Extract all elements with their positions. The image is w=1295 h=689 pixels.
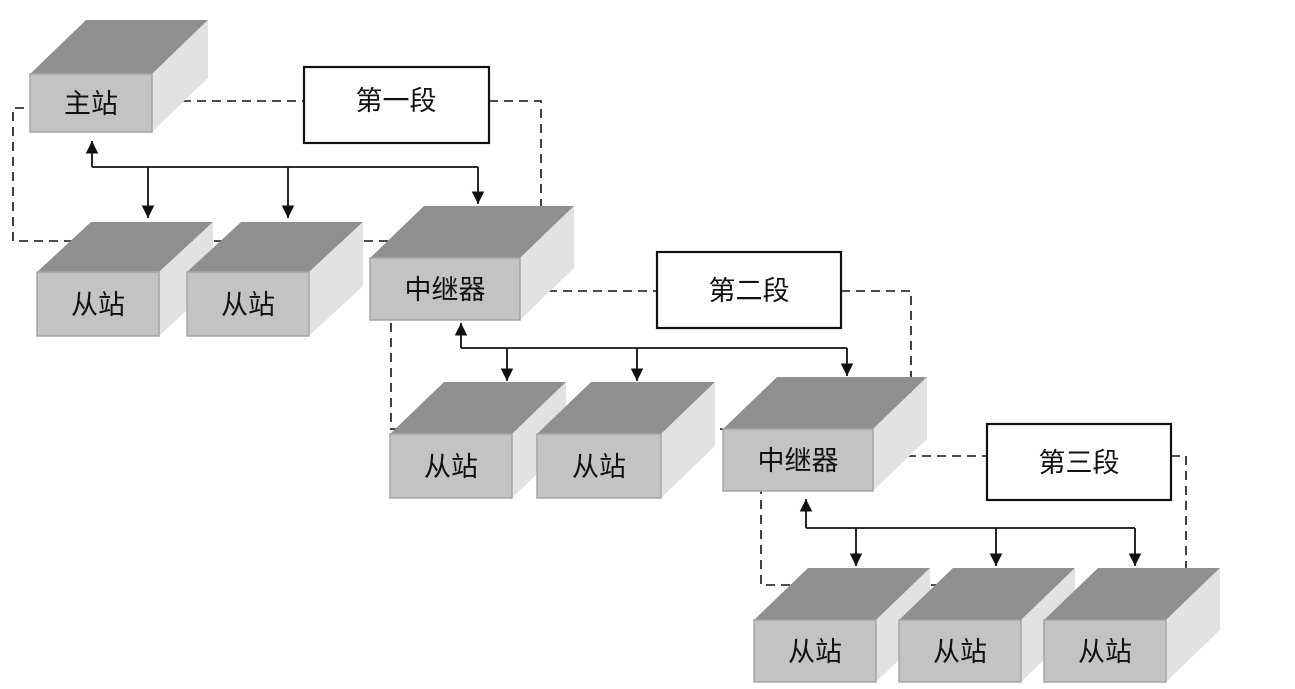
slave-station-6-top-face (899, 568, 1075, 620)
bus-1 (85, 141, 485, 218)
slave-station-2-side-face (309, 222, 363, 336)
slave-station-3: 从站 (389, 382, 566, 499)
repeater-1-front-face (369, 257, 521, 321)
repeater-2-top-face (723, 377, 927, 429)
repeater-1-top-face (370, 206, 574, 258)
master-station-front-face (29, 73, 153, 133)
segment-label-2-text: 第二段 (709, 276, 790, 307)
repeater-1-side-face (520, 206, 574, 320)
slave-station-7-top-face (1044, 568, 1220, 620)
slave-station-2-front-face (186, 271, 310, 337)
slave-station-4: 从站 (536, 382, 715, 499)
slave-station-3-label: 从站 (424, 452, 478, 483)
station-boxes: 主站从站从站中继器从站从站中继器从站从站从站 (29, 20, 1220, 683)
repeater-1-label: 中继器 (405, 275, 486, 306)
bus-2 (454, 323, 854, 381)
slave-station-4-label: 从站 (572, 452, 626, 483)
segment-label-3: 第三段 (985, 422, 1173, 502)
slave-station-4-side-face (661, 382, 715, 498)
segment-label-1-text: 第一段 (356, 86, 437, 117)
slave-station-1-side-face (159, 222, 213, 336)
repeater-2: 中继器 (722, 377, 927, 492)
slave-station-3-front-face (389, 433, 513, 499)
slave-station-5-front-face (753, 619, 877, 683)
master-station-label: 主站 (64, 89, 118, 120)
bus-3 (799, 499, 1142, 566)
segment-label-3-text: 第三段 (1039, 448, 1120, 479)
repeater-2-front-face (722, 428, 874, 492)
slave-station-3-top-face (390, 382, 566, 434)
master-station-side-face (152, 20, 208, 132)
repeater-2-side-face (873, 377, 927, 491)
slave-station-2: 从站 (186, 222, 363, 337)
repeater-1: 中继器 (369, 206, 574, 321)
segment-label-2: 第二段 (655, 250, 843, 330)
master-station-top-face (30, 20, 208, 74)
master-station: 主站 (29, 20, 208, 133)
slave-station-2-top-face (187, 222, 363, 272)
slave-station-6-front-face (898, 619, 1022, 683)
segment-2-boundary (390, 290, 912, 430)
slave-station-1-front-face (36, 271, 160, 337)
slave-station-7-label: 从站 (1078, 637, 1132, 668)
slave-station-5-label: 从站 (788, 637, 842, 668)
slave-station-6-label: 从站 (933, 637, 987, 668)
slave-station-4-front-face (536, 433, 662, 499)
slave-station-2-label: 从站 (221, 290, 275, 321)
slave-station-1-label: 从站 (71, 290, 125, 321)
segment-label-1: 第一段 (302, 65, 491, 145)
slave-station-1-top-face (37, 222, 213, 272)
slave-station-7-front-face (1043, 619, 1167, 683)
slave-station-7: 从站 (1043, 568, 1220, 683)
slave-station-1: 从站 (36, 222, 213, 337)
repeater-2-label: 中继器 (758, 446, 839, 477)
slave-station-7-side-face (1166, 568, 1220, 682)
slave-station-5-top-face (754, 568, 930, 620)
slave-station-4-top-face (537, 382, 715, 434)
